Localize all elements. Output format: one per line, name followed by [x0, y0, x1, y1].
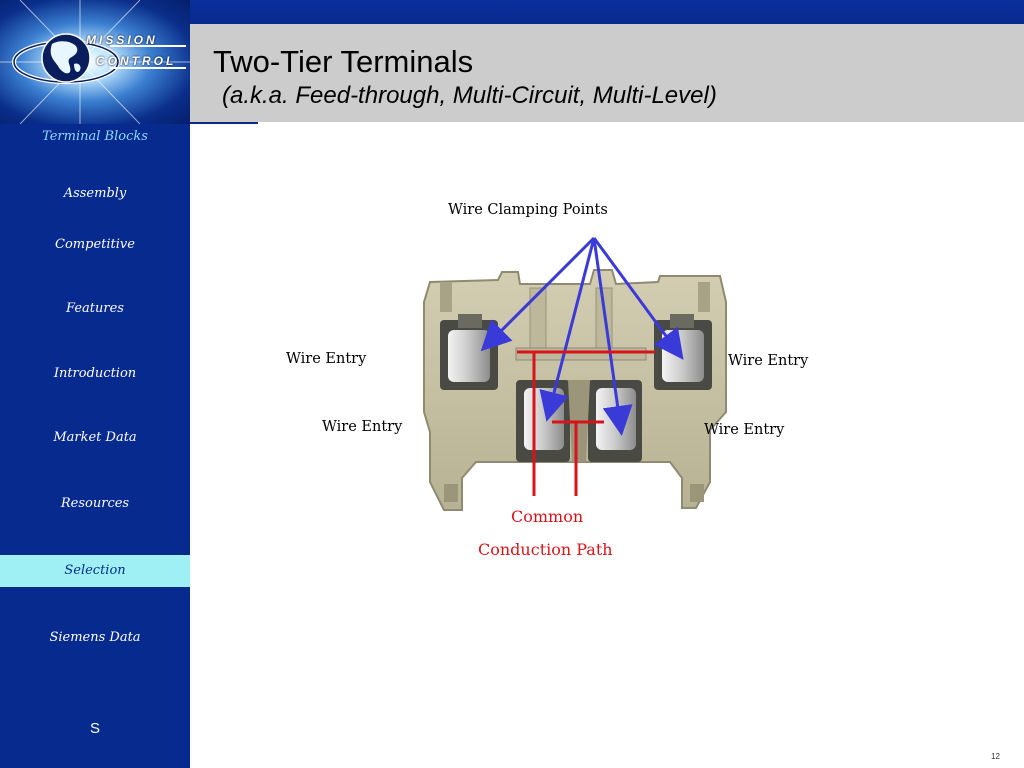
two-tier-terminal-illustration: [423, 269, 727, 511]
wire-clamping-points-label: Wire Clamping Points: [448, 202, 608, 218]
sidebar-item-market-data[interactable]: Market Data: [53, 430, 137, 445]
logo-line-mission: MISSION: [86, 33, 158, 47]
mission-control-logo: MISSION CONTROL: [0, 0, 190, 124]
page-title: Two-Tier Terminals: [213, 44, 474, 79]
page-subtitle: (a.k.a. Feed-through, Multi-Circuit, Mul…: [222, 82, 717, 109]
sidebar-item-terminal-blocks[interactable]: Terminal Blocks: [42, 129, 148, 144]
page-number: 12: [991, 752, 1000, 761]
title-underline: [190, 122, 258, 124]
sidebar-item-resources[interactable]: Resources: [60, 496, 130, 511]
sidebar-item-siemens-data[interactable]: Siemens Data: [49, 630, 141, 645]
conduction-path-label: Conduction Path: [478, 540, 613, 559]
wire-entry-label-upper-right: Wire Entry: [728, 353, 809, 369]
sidebar-item-introduction[interactable]: Introduction: [53, 366, 137, 381]
logo-line-control: CONTROL: [96, 54, 177, 68]
header-top-band: [190, 0, 1024, 24]
wire-entry-label-lower-left: Wire Entry: [322, 419, 403, 435]
sidebar-bottom-label[interactable]: S: [89, 720, 100, 737]
sidebar-item-competitive[interactable]: Competitive: [55, 237, 135, 252]
sidebar-item-features[interactable]: Features: [66, 301, 124, 316]
wire-entry-label-lower-right: Wire Entry: [704, 422, 785, 438]
title-band: [190, 24, 1024, 122]
wire-entry-label-upper-left: Wire Entry: [286, 351, 367, 367]
sidebar-nav: [0, 124, 190, 768]
globe-logo-icon: [0, 0, 190, 124]
sidebar-item-assembly[interactable]: Assembly: [63, 186, 127, 201]
common-label: Common: [511, 507, 584, 526]
sidebar-item-selection[interactable]: Selection: [0, 555, 190, 587]
